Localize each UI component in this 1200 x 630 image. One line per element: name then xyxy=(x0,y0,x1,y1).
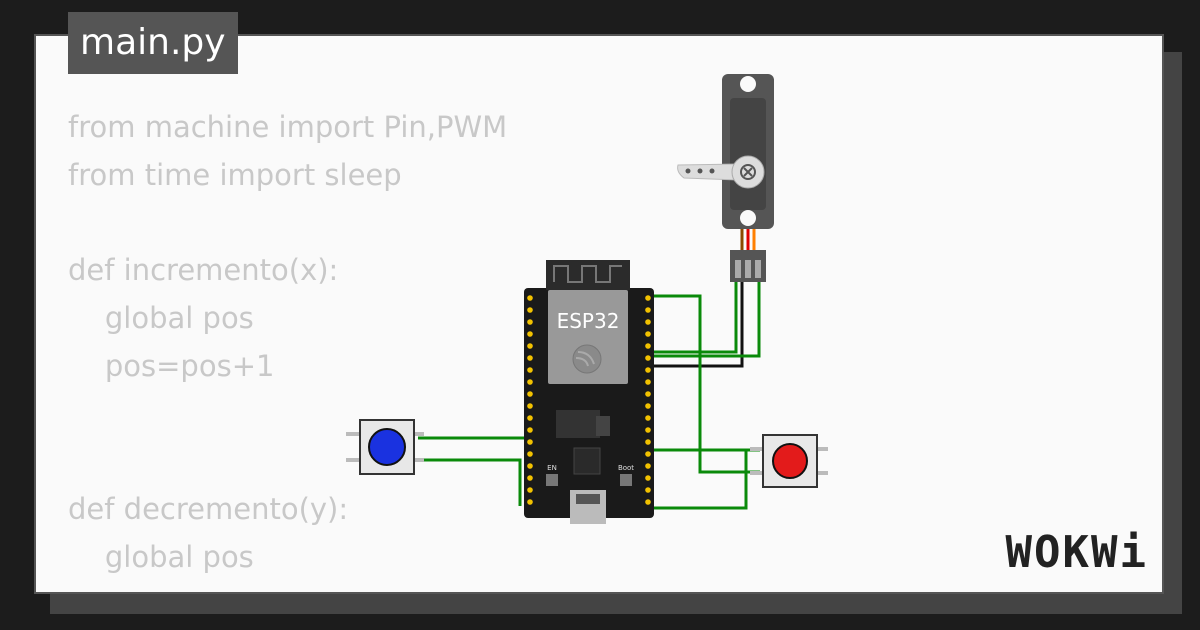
code-line: pos=pos+1 xyxy=(68,348,275,383)
code-line: def decremento(y): xyxy=(68,492,349,527)
en-label: EN xyxy=(547,464,557,472)
wire-servo-vcc[interactable] xyxy=(652,280,761,358)
button-cap-blue[interactable] xyxy=(368,428,406,466)
pushbutton-blue[interactable] xyxy=(346,419,424,475)
wire-red-button-a[interactable] xyxy=(652,294,760,474)
wifi-module xyxy=(548,290,628,384)
servo-motor[interactable] xyxy=(677,74,774,282)
pushbutton-red[interactable] xyxy=(750,434,828,488)
code-line: global pos xyxy=(68,301,254,336)
code-line: from time import sleep xyxy=(68,157,402,192)
boot-label: Boot xyxy=(618,464,634,472)
wire-servo-gnd[interactable] xyxy=(652,280,744,368)
servo-mount-hole-top xyxy=(740,76,756,92)
board-label: ESP32 xyxy=(557,309,620,333)
en-button[interactable] xyxy=(546,474,558,486)
pin-header-left xyxy=(527,295,533,505)
code-preview: from machine import Pin,PWM from time imp… xyxy=(68,104,508,592)
file-tab[interactable]: main.py xyxy=(68,12,238,74)
servo-horn[interactable] xyxy=(677,163,741,181)
button-cap-red[interactable] xyxy=(772,443,808,479)
wokwi-logo: WOKWi xyxy=(1005,527,1148,578)
code-line: from machine import Pin,PWM xyxy=(68,110,508,144)
servo-mount-hole-bottom xyxy=(740,210,756,226)
wire-servo-signal[interactable] xyxy=(652,280,738,354)
usb-chip xyxy=(573,447,601,475)
esp32-board[interactable]: ESP32 EN Boot xyxy=(524,260,654,524)
pin-header-right xyxy=(645,295,651,505)
code-line: pos=pos-1 xyxy=(68,582,507,592)
regulator xyxy=(556,410,600,438)
boot-button[interactable] xyxy=(620,474,632,486)
antenna xyxy=(546,260,630,290)
code-line: global pos xyxy=(68,540,254,575)
code-line: def incremento(x): xyxy=(68,253,339,288)
servo-case xyxy=(730,98,766,210)
wire-blue-button-b[interactable] xyxy=(418,458,522,506)
